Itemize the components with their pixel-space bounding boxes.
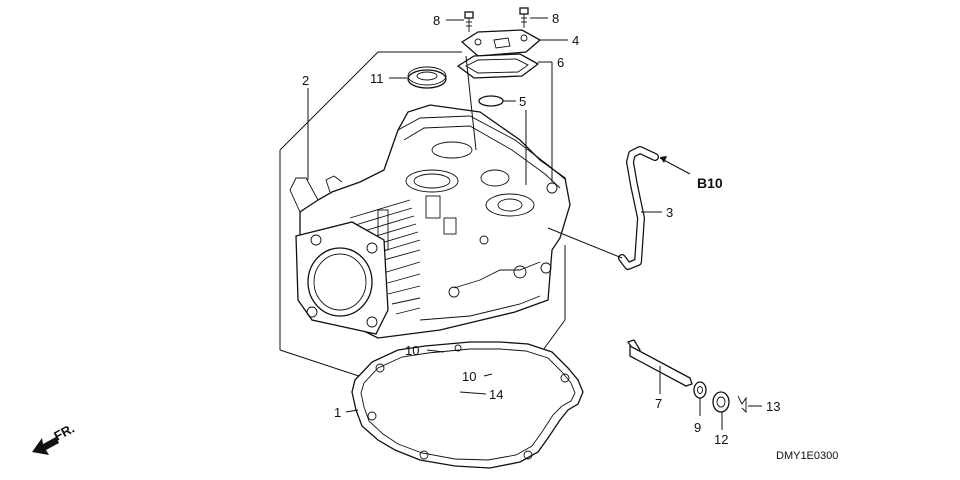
small-oil-seal [712,391,730,413]
callout-2: 2 [302,73,309,88]
callout-10-upper: 10 [405,343,419,358]
flange-bolt-right [519,7,529,28]
callout-12: 12 [714,432,728,447]
callout-6: 6 [557,55,564,70]
flange-bolt-left [464,11,474,32]
breather-reed [478,95,504,107]
breather-tube [618,146,659,270]
callout-4: 4 [572,33,579,48]
callout-8-right: 8 [552,11,559,26]
washer [693,381,707,399]
leader-lines [307,17,762,430]
cylinder-barrel [289,104,571,339]
callout-10-lower: 10 [462,369,476,384]
callout-3: 3 [666,205,673,220]
callout-7: 7 [655,396,662,411]
breather-cover [460,29,542,57]
reference-b10-label: B10 [697,175,723,191]
callout-5: 5 [519,94,526,109]
drawing-code: DMY1E0300 [776,450,838,462]
oil-seal [407,66,447,89]
crankcase-gasket [351,341,584,469]
front-direction-arrow-icon [32,437,59,455]
callout-11: 11 [370,71,384,86]
governor-rod [626,339,693,387]
callout-13: 13 [766,399,780,414]
callout-14: 14 [489,387,503,402]
retaining-clip [737,395,747,414]
callout-1: 1 [334,405,341,420]
callout-9: 9 [694,420,701,435]
callout-8-left: 8 [433,13,440,28]
callout-labels: 8 8 4 6 5 11 2 3 10 10 14 1 7 9 12 13 B1… [51,11,838,462]
breather-gasket [456,53,540,79]
